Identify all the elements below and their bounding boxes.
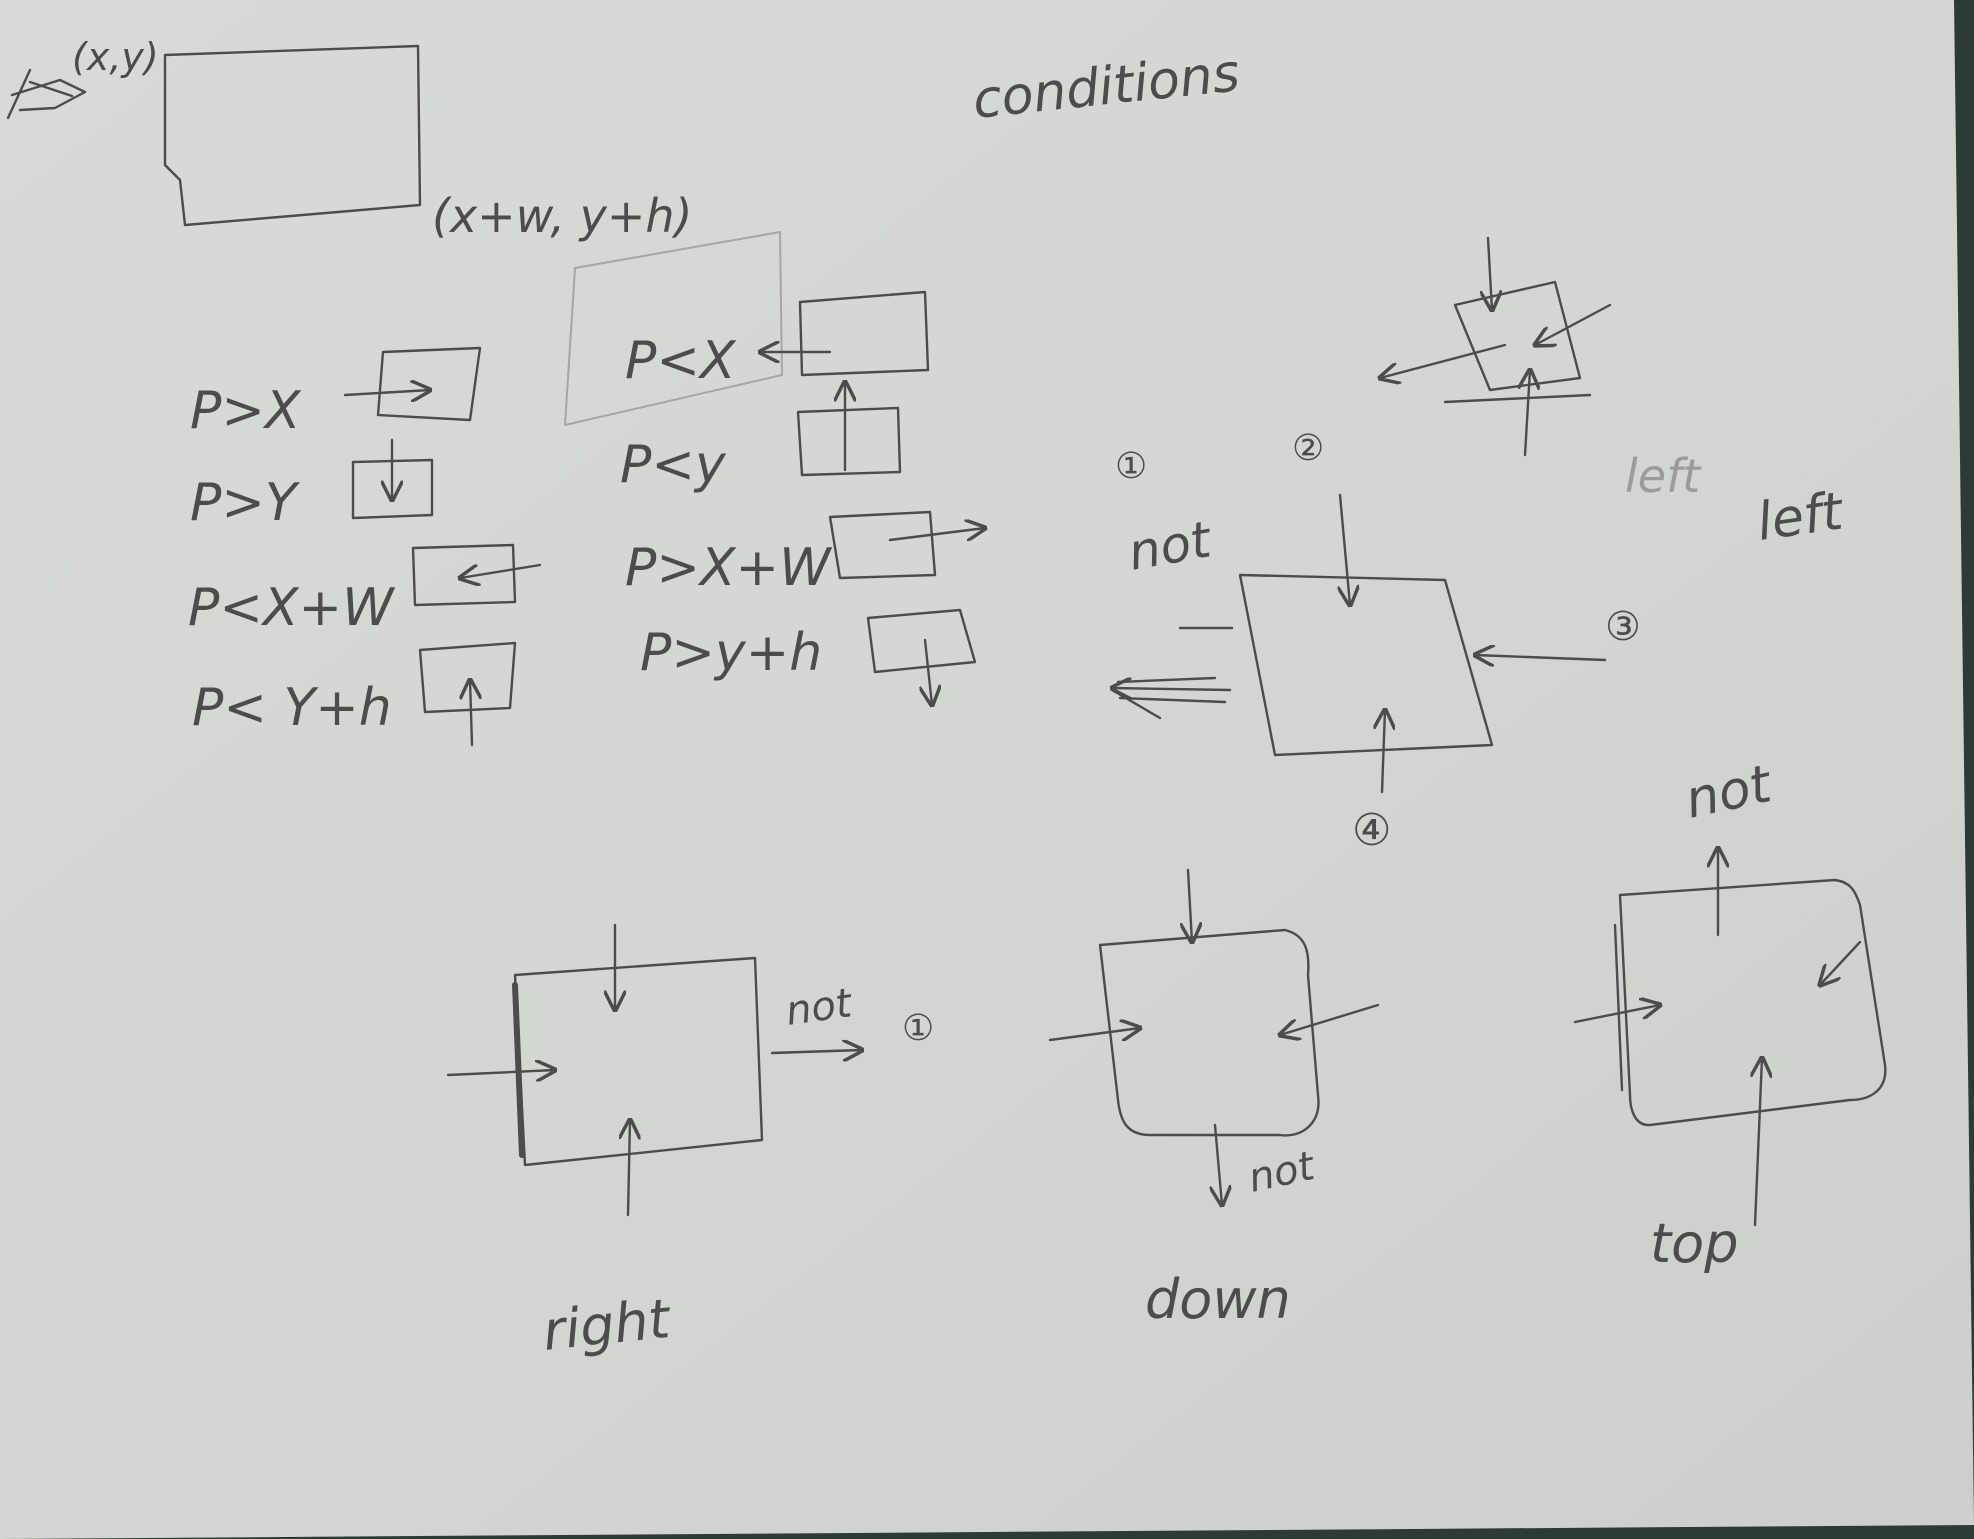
- overview-not-label: not: [1124, 510, 1217, 582]
- marker-4: ④: [1352, 805, 1391, 856]
- inside-conditions-list: P>X P>Y P<X+W P< Y+h: [188, 346, 542, 747]
- inside-condition-box: [411, 543, 517, 607]
- case-down-arrow-in-top: [1188, 868, 1192, 942]
- inside-condition-label: P>X: [190, 381, 302, 441]
- scribble-arrow: [1525, 370, 1530, 457]
- left-label-faint: left: [1625, 449, 1702, 503]
- case-right-diagram: [446, 923, 862, 1217]
- case-down-arrow-in-right: [1280, 1003, 1380, 1035]
- exit-arrow-left-scribble: [1110, 676, 1227, 720]
- approach-arrow-right: [1475, 655, 1607, 660]
- definition-rect-outline: [163, 44, 422, 227]
- marker-2: ②: [1292, 428, 1324, 469]
- faint-highlight-box: [564, 231, 783, 426]
- outside-condition-box: [866, 608, 977, 674]
- case-top-edge-shade: [1613, 923, 1624, 1092]
- definition-rectangle: [6, 44, 422, 227]
- approach-arrow-top: [1340, 493, 1350, 605]
- case-down-caption: down: [1145, 1268, 1291, 1331]
- corner-label-far: (x+w, y+h): [432, 189, 693, 243]
- case-top-arrow-in-bottom: [1755, 1058, 1762, 1227]
- case-top-diagram: [1573, 848, 1887, 1227]
- outside-condition-arrow: [888, 528, 985, 542]
- outside-condition-arrow: [925, 638, 932, 705]
- case-top-arrow-in-left: [1573, 1005, 1660, 1024]
- inside-condition-label: P>Y: [190, 473, 301, 533]
- case-top-box: [1618, 878, 1887, 1127]
- case-down-diagram: [1048, 868, 1380, 1205]
- case-right-arrow-in-left: [446, 1070, 555, 1075]
- inside-condition-label: P<X+W: [188, 578, 396, 638]
- case-down-arrow-in-left: [1048, 1028, 1140, 1040]
- left-label: left: [1753, 481, 1847, 552]
- marker-3: ③: [1605, 604, 1641, 650]
- case-right-marker: ①: [902, 1008, 934, 1049]
- inside-condition-arrow: [460, 563, 542, 578]
- case-down-box: [1098, 928, 1320, 1137]
- marker-1: ①: [1115, 446, 1147, 487]
- outside-condition-label: P>y+h: [640, 623, 822, 683]
- approach-arrow-bottom: [1382, 710, 1385, 794]
- outside-condition-label: P<X: [625, 331, 737, 391]
- case-right-not-label: not: [783, 980, 856, 1035]
- case-right-edge-shade: [512, 982, 525, 1158]
- outside-condition-box: [828, 510, 937, 580]
- case-down-arrow-out: [1215, 1123, 1222, 1205]
- case-top-arrow-in-right: [1820, 940, 1862, 985]
- scribble-arrow: [1488, 236, 1492, 310]
- case-right-arrow-in-bottom: [628, 1120, 630, 1217]
- outside-conditions-list: P<X P<y P>X+W P>y+h: [564, 231, 985, 705]
- inside-condition-box: [418, 641, 517, 714]
- outside-condition-label: P<y: [620, 435, 727, 495]
- case-top-caption: top: [1650, 1212, 1739, 1275]
- scribble-arrow: [1380, 343, 1507, 378]
- outside-condition-box: [796, 406, 902, 477]
- exit-arrow-left: [1112, 688, 1232, 690]
- overview-box: [1238, 573, 1494, 757]
- overview-diagram: [1110, 493, 1607, 794]
- pointer-scribble: [6, 68, 87, 120]
- scribble-arrow: [1535, 303, 1612, 345]
- inside-condition-box: [351, 458, 434, 520]
- scribble-line: [1443, 393, 1592, 404]
- case-right-arrow-out: [770, 1050, 862, 1053]
- outside-condition-label: P>X+W: [625, 538, 833, 598]
- inside-condition-arrow: [343, 390, 430, 395]
- case-right-caption: right: [540, 1287, 675, 1363]
- corner-label-xy: (x,y): [72, 35, 159, 79]
- inside-condition-label: P< Y+h: [192, 678, 392, 738]
- scribble-box: [1453, 280, 1582, 392]
- inside-condition-arrow: [470, 680, 472, 747]
- scribble-sketch: [1380, 236, 1612, 457]
- outside-condition-box: [798, 290, 930, 377]
